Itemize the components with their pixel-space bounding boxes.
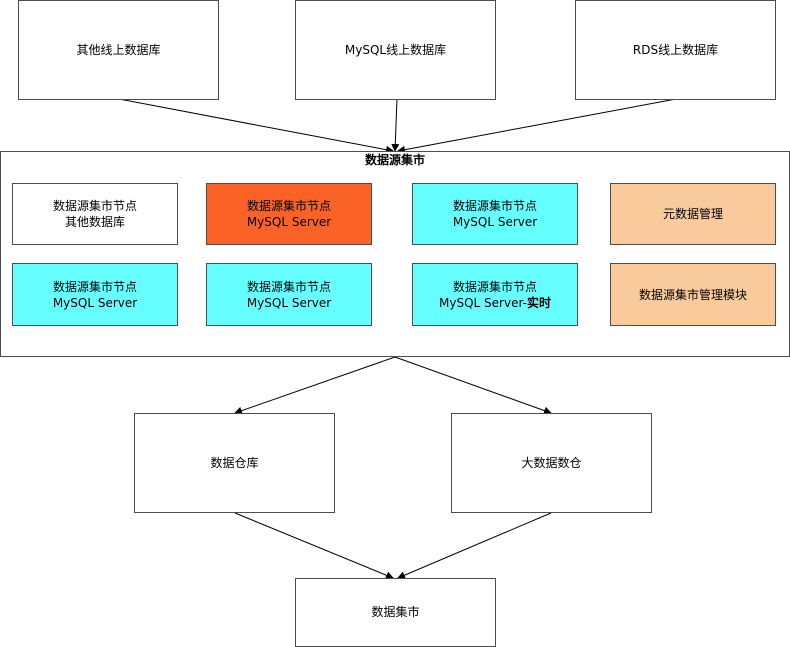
mart-node-sublabel: MySQL Server-实时 — [439, 295, 551, 311]
mart-node-label: 数据源集市节点 — [52, 199, 137, 213]
mart-management-module-label: 数据源集市管理模块 — [638, 287, 747, 302]
mart-node-mysql-server[interactable]: 数据源集市节点 MySQL Server — [206, 263, 372, 326]
mart-node-sublabel: MySQL Server — [246, 215, 332, 229]
mart-management-module-node[interactable]: 数据源集市管理模块 — [610, 263, 776, 326]
edge-bigdata-to-datamart — [397, 512, 552, 579]
data-warehouse-box[interactable]: 数据仓库 — [134, 413, 335, 513]
mart-node-sublabel: MySQL Server — [452, 215, 538, 229]
data-warehouse-label: 数据仓库 — [210, 455, 259, 470]
source-rds-db-label: RDS线上数据库 — [632, 42, 719, 57]
mart-node-mysql-server[interactable]: 数据源集市节点 MySQL Server — [12, 263, 178, 326]
edge-mysql-to-mart — [391, 98, 400, 152]
metadata-management-node[interactable]: 元数据管理 — [610, 183, 776, 245]
big-data-warehouse-label: 大数据数仓 — [521, 455, 582, 470]
mart-node-sublabel: MySQL Server — [52, 295, 138, 310]
mart-node-label: 数据源集市节点 — [452, 279, 537, 294]
realtime-label: 实时 — [526, 295, 551, 310]
mart-node-mysql-server-highlight[interactable]: 数据源集市节点 MySQL Server — [206, 183, 372, 245]
mart-node-sublabel-prefix: MySQL Server- — [439, 295, 527, 310]
edge-other-to-mart — [118, 98, 394, 154]
data-mart-box[interactable]: 数据集市 — [295, 578, 496, 647]
data-mart-label: 数据集市 — [371, 605, 420, 619]
data-source-mart-title: 数据源集市 — [364, 153, 425, 167]
edge-rds-to-mart — [397, 98, 677, 154]
source-mysql-db[interactable]: MySQL线上数据库 — [295, 0, 496, 100]
source-other-db[interactable]: 其他线上数据库 — [18, 0, 219, 100]
mart-node-mysql-server[interactable]: 数据源集市节点 MySQL Server — [412, 183, 578, 245]
source-mysql-db-label: MySQL线上数据库 — [344, 42, 447, 57]
data-source-mart-container[interactable] — [0, 151, 790, 357]
mart-node-sublabel: 其他数据库 — [64, 215, 125, 229]
source-other-db-label: 其他线上数据库 — [76, 42, 161, 57]
source-rds-db[interactable]: RDS线上数据库 — [575, 0, 776, 100]
mart-node-other-db[interactable]: 数据源集市节点 其他数据库 — [12, 183, 178, 245]
big-data-warehouse-box[interactable]: 大数据数仓 — [451, 413, 652, 513]
mart-node-label: 数据源集市节点 — [452, 199, 537, 213]
edge-warehouse-to-datamart — [234, 512, 394, 580]
edge-mart-to-bigdata — [394, 356, 552, 415]
mart-node-label: 数据源集市节点 — [246, 199, 331, 213]
edge-mart-to-warehouse — [234, 356, 396, 415]
mart-node-mysql-server-realtime[interactable]: 数据源集市节点 MySQL Server-实时 — [412, 263, 578, 326]
metadata-management-label: 元数据管理 — [662, 207, 723, 221]
mart-node-label: 数据源集市节点 — [246, 279, 331, 294]
mart-node-sublabel: MySQL Server — [246, 295, 332, 310]
mart-node-label: 数据源集市节点 — [52, 279, 137, 294]
